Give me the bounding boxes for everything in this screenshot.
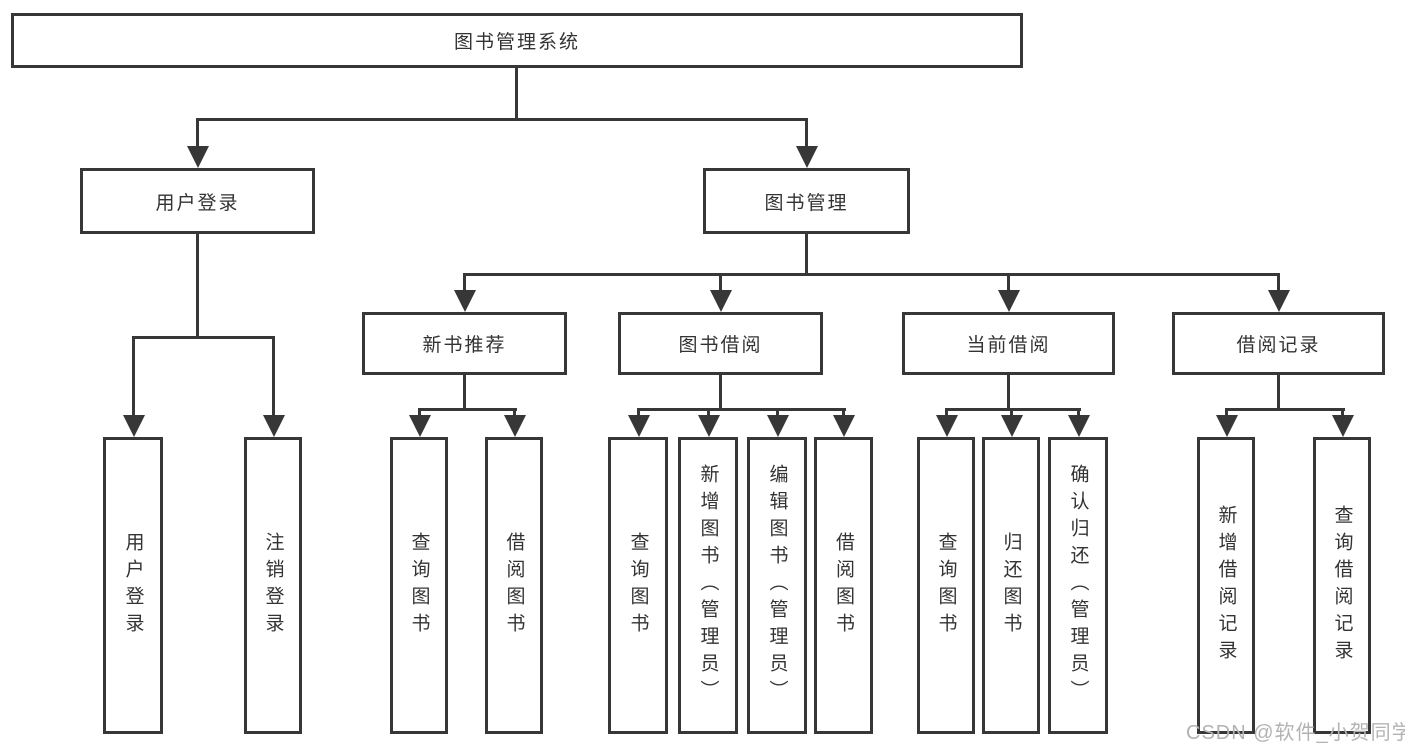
arrow-to-nb-borrow bbox=[503, 408, 526, 437]
leaf-cb-confirm-return-admin: 确认归还（管理员） bbox=[1048, 437, 1108, 734]
connector-borrow-rail bbox=[637, 408, 846, 411]
connector-level2-rail bbox=[196, 118, 808, 121]
leaf-br-add-record: 新增借阅记录 bbox=[1197, 437, 1255, 734]
connector-root-trunk bbox=[515, 68, 518, 121]
node-user-login: 用户登录 bbox=[80, 168, 315, 234]
arrow-to-cb-query bbox=[935, 408, 958, 437]
leaf-br-query-record: 查询借阅记录 bbox=[1313, 437, 1371, 734]
connector-user-rail bbox=[132, 336, 275, 339]
arrow-to-bb-borrow bbox=[832, 408, 855, 437]
connector-newbook-trunk bbox=[463, 375, 466, 411]
connector-level3-rail bbox=[463, 273, 1280, 276]
arrow-to-bb-add bbox=[697, 408, 720, 437]
node-new-book-rec: 新书推荐 bbox=[362, 312, 567, 375]
leaf-cb-query-books: 查询图书 bbox=[917, 437, 975, 734]
leaf-bb-query-books: 查询图书 bbox=[608, 437, 668, 734]
leaf-cb-return-books: 归还图书 bbox=[982, 437, 1040, 734]
connector-mgmt-trunk bbox=[805, 234, 808, 276]
csdn-watermark: CSDN @软件_小贺同学 bbox=[1186, 722, 1405, 744]
connector-records-rail bbox=[1225, 408, 1345, 411]
arrow-to-leaf-login bbox=[122, 336, 145, 437]
leaf-logout: 注销登录 bbox=[244, 437, 302, 734]
connector-newbook-rail bbox=[418, 408, 517, 411]
arrow-to-book-mgmt bbox=[795, 118, 818, 168]
connector-records-trunk bbox=[1277, 375, 1280, 411]
arrow-to-bb-query bbox=[627, 408, 650, 437]
leaf-bb-edit-books-admin: 编辑图书（管理员） bbox=[747, 437, 807, 734]
arrow-to-leaf-logout bbox=[262, 336, 285, 437]
arrow-to-user-login bbox=[186, 118, 209, 168]
connector-current-rail bbox=[945, 408, 1081, 411]
arrow-to-nb-query bbox=[408, 408, 431, 437]
node-book-borrow: 图书借阅 bbox=[618, 312, 823, 375]
connector-borrow-trunk bbox=[719, 375, 722, 411]
arrow-to-br-query bbox=[1331, 408, 1354, 437]
leaf-nb-borrow-books: 借阅图书 bbox=[485, 437, 543, 734]
arrow-to-cb-return bbox=[1000, 408, 1023, 437]
leaf-user-login: 用户登录 bbox=[103, 437, 163, 734]
leaf-bb-add-books-admin: 新增图书（管理员） bbox=[678, 437, 738, 734]
arrow-to-book-borrow bbox=[709, 273, 732, 312]
arrow-to-borrow-records bbox=[1267, 273, 1290, 312]
node-book-mgmt: 图书管理 bbox=[703, 168, 910, 234]
node-borrow-records: 借阅记录 bbox=[1172, 312, 1385, 375]
leaf-bb-borrow-books: 借阅图书 bbox=[814, 437, 873, 734]
connector-current-trunk bbox=[1007, 375, 1010, 411]
arrow-to-cb-confirm bbox=[1067, 408, 1090, 437]
arrow-to-bb-edit bbox=[766, 408, 789, 437]
arrow-to-current-borrow bbox=[997, 273, 1020, 312]
arrow-to-new-book-rec bbox=[453, 273, 476, 312]
connector-user-trunk bbox=[196, 234, 199, 339]
arrow-to-br-add bbox=[1215, 408, 1238, 437]
leaf-nb-query-books: 查询图书 bbox=[390, 437, 448, 734]
node-current-borrow: 当前借阅 bbox=[902, 312, 1115, 375]
node-library-system: 图书管理系统 bbox=[11, 13, 1023, 68]
